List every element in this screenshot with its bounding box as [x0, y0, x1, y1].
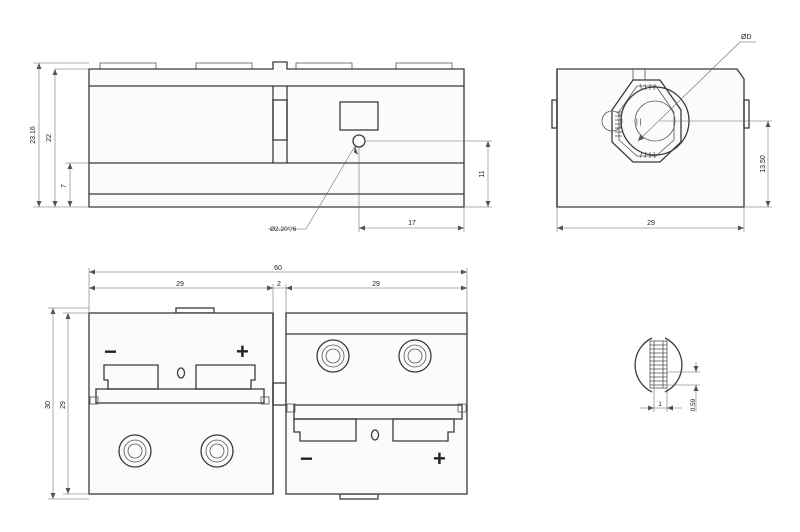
dim-hole-height: 11 — [479, 170, 486, 177]
side-view-center-mark: | | — [636, 119, 642, 126]
top-view-connector — [272, 382, 287, 406]
front-view-outline — [88, 61, 465, 208]
left-module-terminal-left — [118, 434, 152, 468]
dim-detail-pitch: 1 — [658, 401, 662, 408]
front-view-window — [339, 101, 379, 131]
dim-top-inner-height: 29 — [60, 401, 67, 409]
dim-top-gap: 2 — [277, 281, 281, 288]
dim-top-outer-height: 30 — [45, 401, 52, 409]
side-view-hex-housing — [611, 79, 682, 163]
right-module-terminal-left — [316, 339, 350, 373]
detail-view-dimensions: 0.59 1 — [640, 362, 700, 412]
left-module-terminal-right — [200, 434, 234, 468]
front-view-dimensions: 23.16 22 7 11 17 Ø2.20▽6 — [30, 62, 492, 233]
right-module-plus-sign: + — [433, 446, 446, 471]
left-module-rail — [95, 388, 265, 404]
side-view-left-clip — [551, 99, 558, 129]
left-module-plus-sign: + — [236, 339, 249, 364]
top-view-left-module: − + — [88, 312, 274, 495]
left-module-indicator — [176, 367, 186, 379]
top-view-right-module: − + — [285, 312, 468, 495]
dim-top-right-width: 29 — [372, 281, 380, 288]
front-view-tab — [272, 99, 288, 141]
detail-view — [634, 337, 683, 393]
side-view-right-clip — [743, 99, 750, 129]
dim-top-left-width: 29 — [176, 281, 184, 288]
side-view: | | — [551, 68, 750, 208]
dim-front-step: 7 — [61, 184, 68, 188]
top-view-tab-bottom — [339, 493, 379, 500]
dim-side-height: 13.50 — [760, 155, 767, 173]
left-module-minus-sign: − — [104, 339, 117, 364]
front-view — [88, 61, 465, 208]
dim-hole-callout: Ø2.20▽6 — [270, 226, 297, 233]
dim-detail-thickness: 0.59 — [690, 398, 697, 411]
right-module-indicator — [370, 429, 380, 441]
right-module-minus-sign: − — [300, 446, 313, 471]
dim-side-diameter: ØD — [741, 34, 752, 41]
dim-front-height-total: 23.16 — [30, 126, 37, 144]
top-view-dimensions: 60 29 2 29 30 29 — [45, 265, 468, 500]
dim-top-overall-width: 60 — [274, 265, 282, 272]
side-view-dimensions: ØD 13.50 29 — [556, 34, 772, 232]
dim-hole-offset: 17 — [408, 220, 416, 227]
right-module-clip-left — [293, 418, 357, 442]
top-view: − + — [88, 307, 468, 500]
dim-side-width: 29 — [647, 220, 655, 227]
right-module-terminal-right — [398, 339, 432, 373]
dim-front-height: 22 — [46, 134, 53, 142]
top-view-tab-top — [175, 307, 215, 314]
detail-view-contact-stack — [649, 340, 668, 389]
right-module-clip-right — [392, 418, 455, 442]
